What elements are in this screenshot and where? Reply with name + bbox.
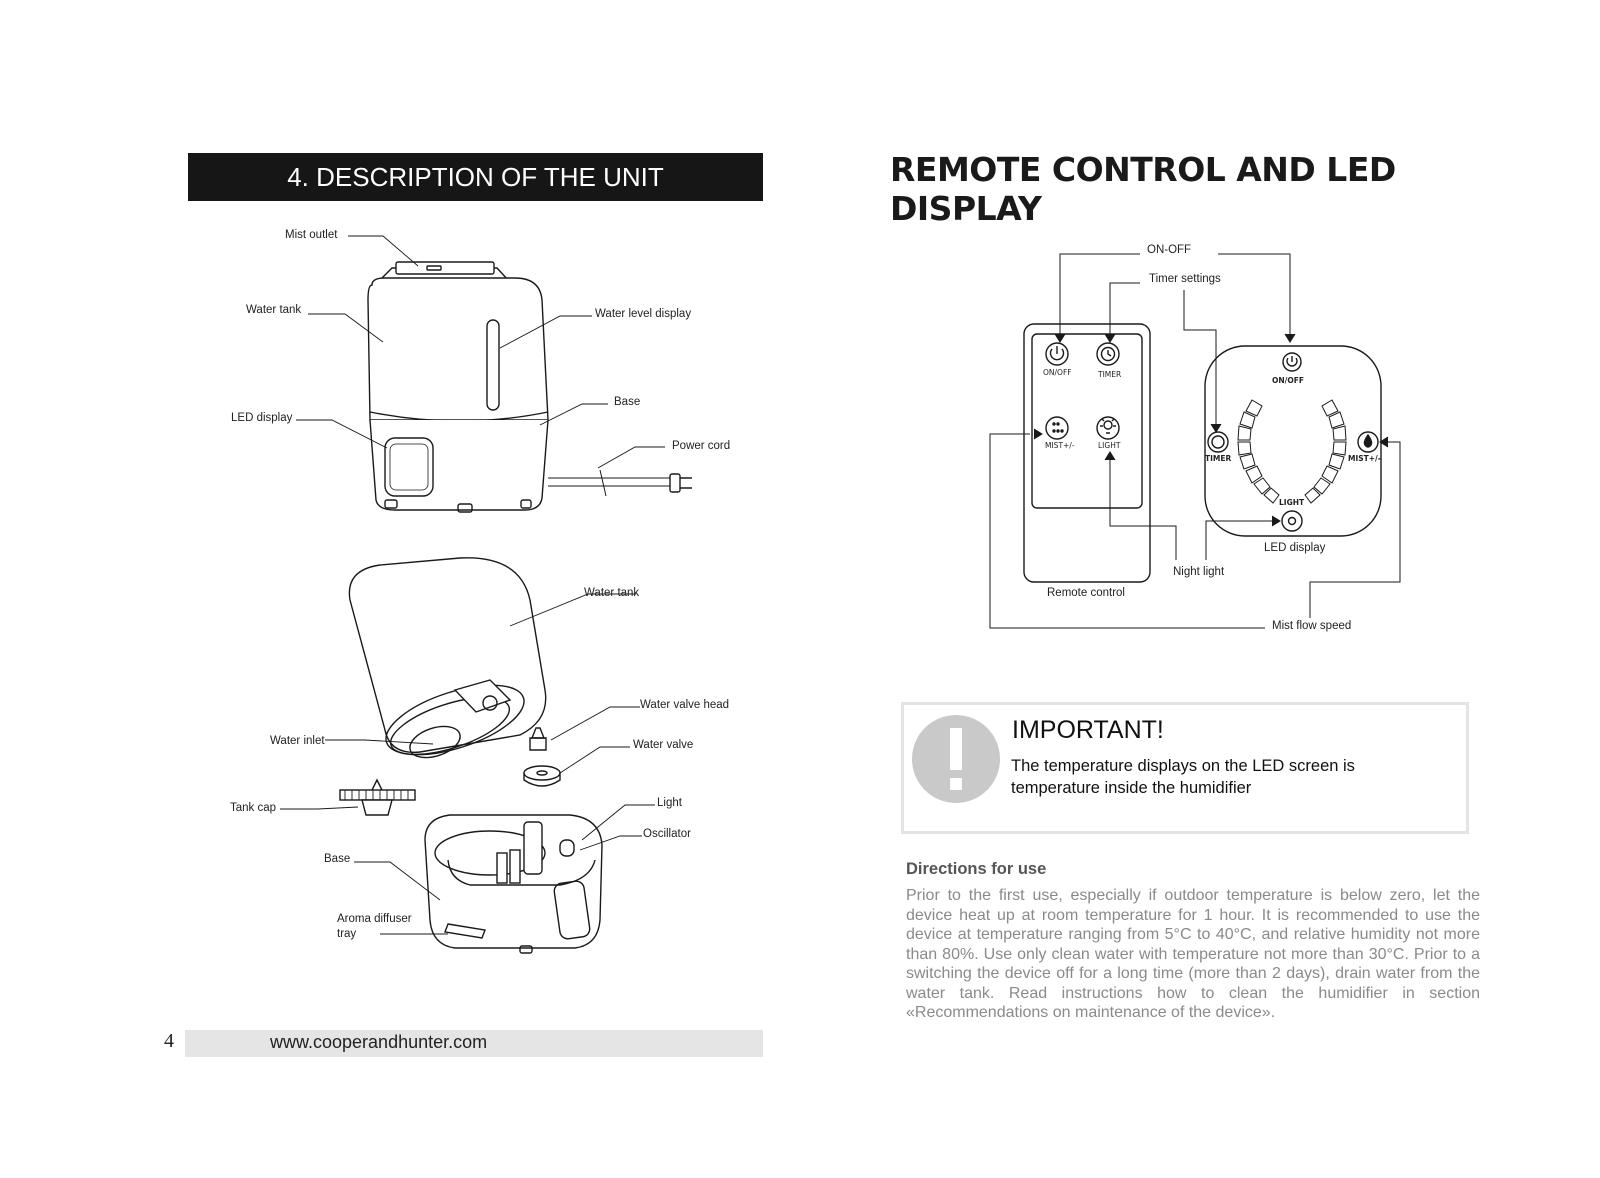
label-led-display-panel: LED display [1264, 542, 1326, 554]
exploded-humidifier-illustration [280, 557, 655, 954]
label-tank-cap: Tank cap [230, 802, 277, 814]
label-mist-outlet: Mist outlet [285, 229, 338, 241]
label-water-tank: Water tank [246, 304, 302, 316]
panel-light-caption: LIGHT [1279, 498, 1305, 507]
remote-light-caption: LIGHT [1098, 441, 1121, 450]
important-text: The temperature displays on the LED scre… [1011, 757, 1355, 797]
footer-bar [185, 1030, 763, 1057]
label-night-light: Night light [1173, 566, 1225, 578]
exclamation-icon [912, 715, 1000, 803]
remote-led-diagram [989, 253, 1401, 629]
label-water-valve-head: Water valve head [640, 699, 730, 711]
label-mist-flow-speed: Mist flow speed [1272, 620, 1352, 632]
panel-mist-caption: MIST+/- [1348, 454, 1381, 463]
label-aroma-diffuser-tray: Aroma diffuser tray [337, 913, 412, 940]
section-title: 4. DESCRIPTION OF THE UNIT [188, 153, 763, 201]
important-title: IMPORTANT! [1012, 716, 1164, 744]
remote-mist-caption: MIST+/- [1045, 441, 1075, 450]
label-water-valve: Water valve [633, 739, 694, 751]
directions-heading: Directions for use [906, 860, 1047, 878]
label-timer-settings: Timer settings [1149, 273, 1221, 285]
label-light: Light [657, 797, 682, 809]
label-base-exploded: Base [324, 853, 351, 865]
label-water-level-display: Water level display [595, 308, 692, 320]
important-box [901, 702, 1469, 834]
label-water-tank-exploded: Water tank [584, 587, 640, 599]
label-led-display: LED display [231, 412, 293, 424]
label-water-inlet: Water inlet [270, 735, 325, 747]
remote-onoff-caption: ON/OFF [1043, 368, 1072, 377]
directions-text: Prior to the first use, especially if ou… [906, 887, 1480, 1021]
page-number: 4 [164, 1030, 174, 1052]
remote-timer-caption: TIMER [1098, 370, 1122, 379]
label-power-cord: Power cord [672, 440, 731, 452]
label-remote-control: Remote control [1047, 587, 1125, 599]
label-base: Base [614, 396, 641, 408]
assembled-humidifier-illustration [296, 235, 692, 513]
page-title: REMOTE CONTROL AND LED DISPLAY [890, 150, 1396, 228]
panel-onoff-caption: ON/OFF [1272, 376, 1305, 385]
website-link[interactable]: www.cooperandhunter.com [270, 1032, 488, 1052]
label-oscillator: Oscillator [643, 828, 691, 840]
panel-timer-caption: TIMER [1205, 454, 1232, 463]
label-on-off: ON-OFF [1147, 244, 1192, 256]
